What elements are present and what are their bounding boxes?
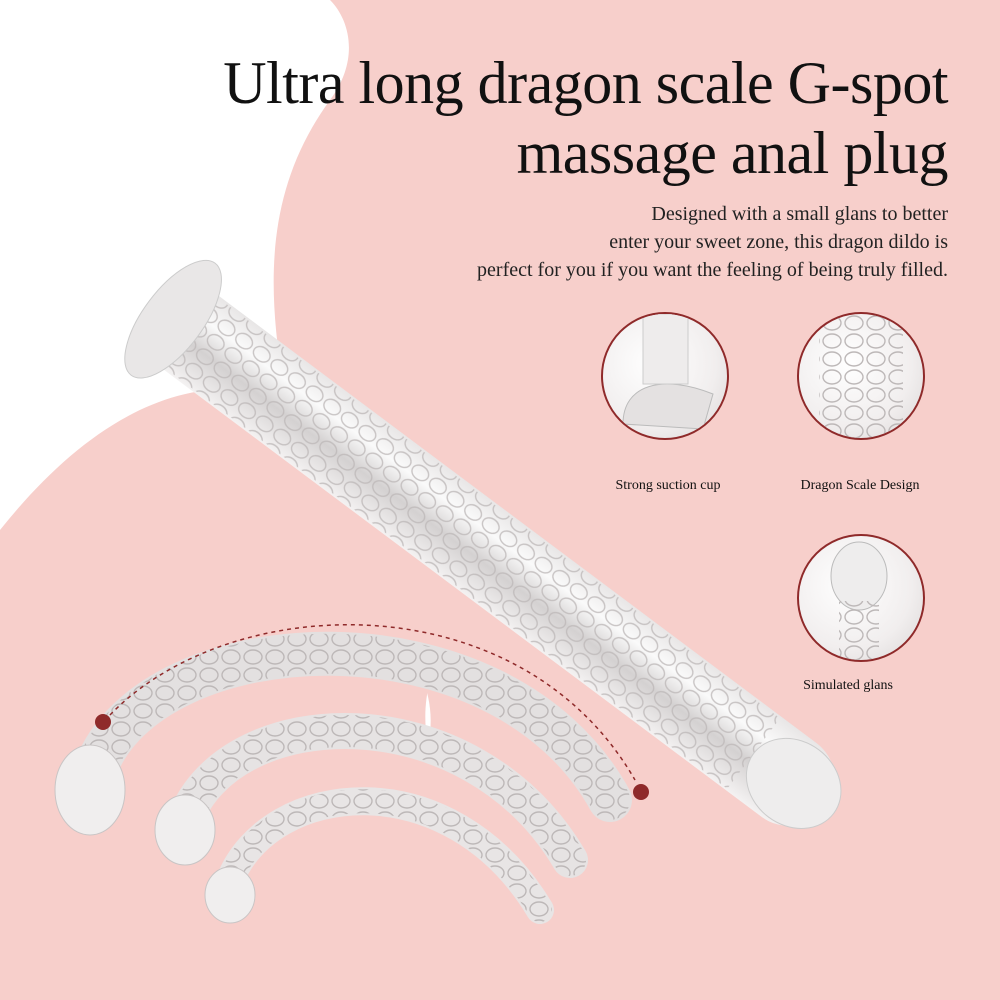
arc-dot-right: [633, 784, 649, 800]
size-variants: [54, 631, 632, 924]
description-line: Designed with a small glans to better: [651, 203, 948, 225]
page-title: Ultra long dragon scale G-spot massage a…: [223, 48, 948, 188]
feature-label-glans: Simulated glans: [803, 678, 893, 693]
title-line-2: massage anal plug: [516, 120, 949, 186]
main-product-rod: [124, 259, 842, 829]
title-line-1: Ultra long dragon scale G-spot: [223, 50, 948, 116]
description-line: enter your sweet zone, this dragon dildo…: [609, 231, 948, 253]
arc-dot-left: [95, 714, 111, 730]
scale-texture-detail-icon: [797, 312, 925, 440]
description-line: perfect for you if you want the feeling …: [477, 259, 948, 281]
feature-label-suction-cup: Strong suction cup: [615, 478, 721, 493]
suction-cup-detail-icon: [601, 312, 729, 440]
glans-detail-icon: [797, 534, 925, 662]
product-description: Designed with a small glans to better en…: [477, 200, 948, 284]
feature-label-dragon-scale: Dragon Scale Design: [800, 478, 920, 493]
